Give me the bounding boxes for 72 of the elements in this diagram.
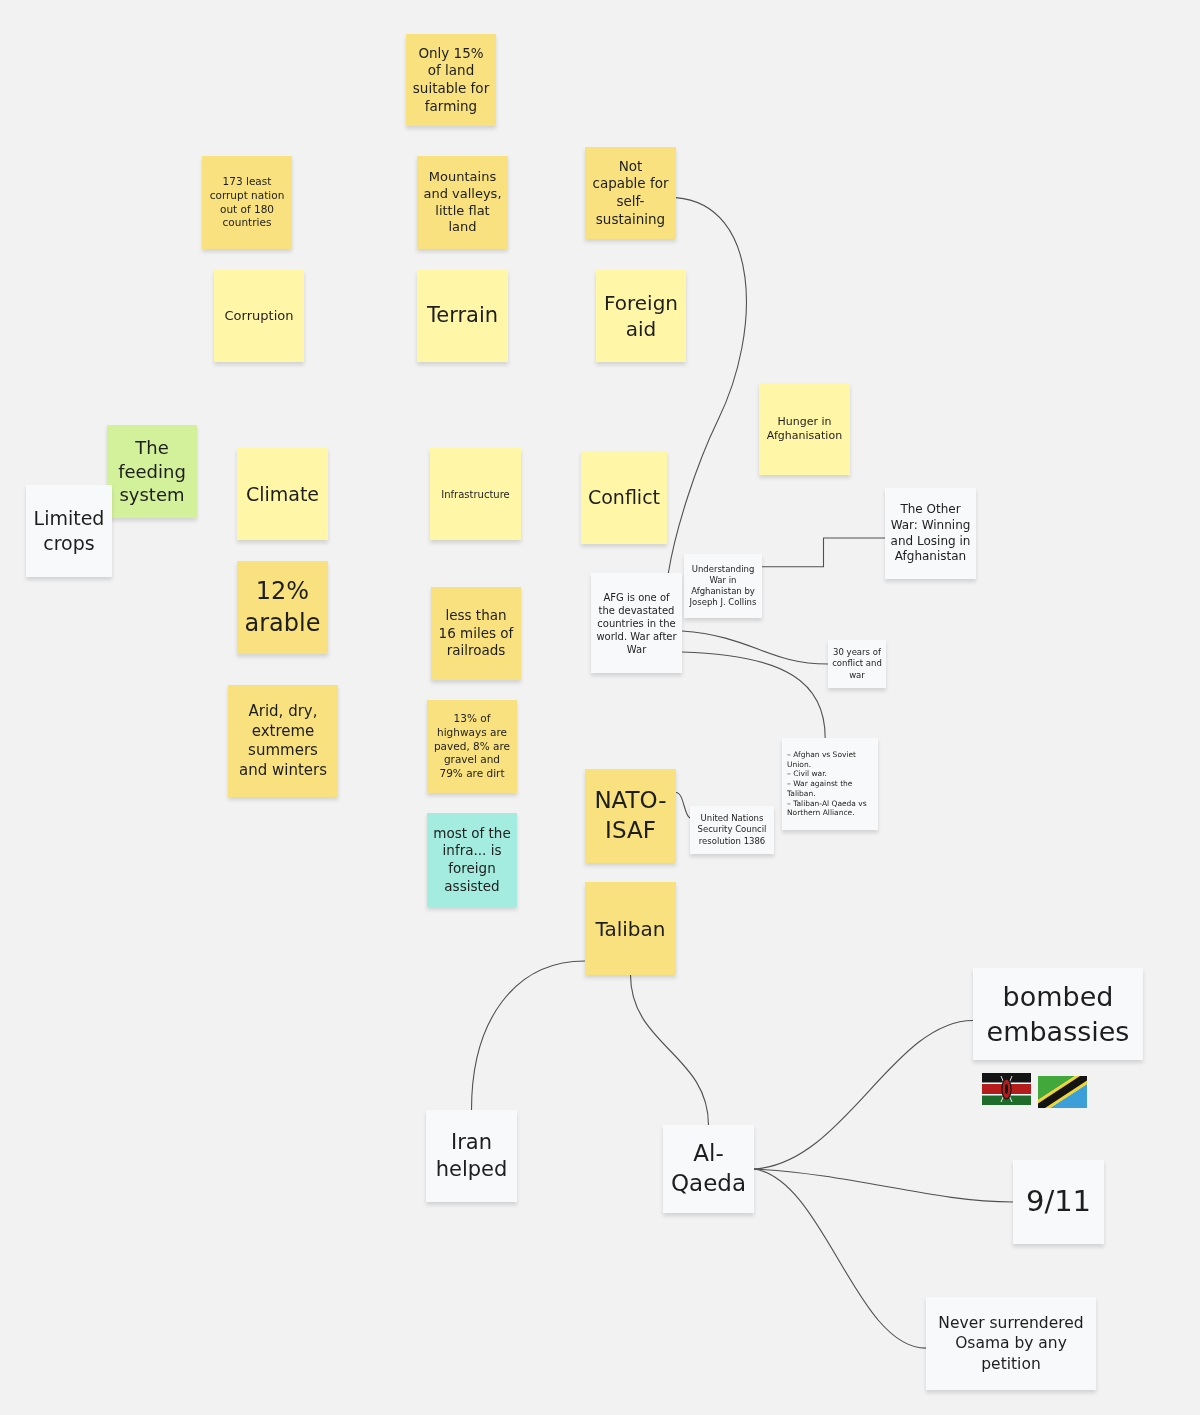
sticky-note [759,383,850,475]
note-text: The feeding system [117,436,187,507]
sticky-note [581,451,667,544]
note-text: bombed embassies [985,979,1131,1049]
note-text: Only 15% of land suitable for farming [411,44,491,116]
note-text: Taliban [594,915,667,942]
note-text: Not capable for self-sustaining [591,157,670,229]
note-text: Never surrendered Osama by any petition [937,1313,1085,1374]
connector-line [667,197,747,574]
connector-line [753,1168,927,1349]
note-text: 173 least corrupt nation out of 180 countries [208,175,286,230]
note-card [885,488,976,579]
connector-line [761,537,886,568]
note-text: Limited crops [32,506,106,556]
note-card [663,1125,754,1213]
note-text: Iran helped [434,1128,509,1183]
sticky-note [228,685,338,797]
note-card [26,485,112,577]
note-text: 12% arable [243,576,322,639]
note-text: Terrain [425,302,500,330]
note-text: Arid, dry, extreme summers and winters [238,702,328,780]
sticky-note [237,448,328,540]
sticky-note [417,270,508,362]
note-card [828,640,886,688]
note-text: Understanding War in Afghanistan by Joseph J. Collins [688,563,758,609]
note-text: The Other War: Winning and Losing in Afghanistan [890,502,971,565]
note-card [1013,1160,1104,1244]
sticky-note [427,700,517,793]
tanzania-flag-icon [1038,1076,1087,1108]
note-text: Al-Qaeda [669,1139,747,1198]
note-text: less than 16 miles of railroads [437,607,515,660]
note-text: 30 years of conflict and war [831,647,883,681]
note-text: Infrastructure [440,487,511,501]
sticky-note [214,270,304,362]
connector-line [681,651,826,739]
sticky-note [585,769,676,863]
note-text: 13% of highways are paved, 8% are gravel and 79% are dirt [432,712,512,781]
note-text: NATO-ISAF [593,786,668,845]
note-text: United Nations Security Council resolution 1386 [696,813,768,847]
note-card [926,1297,1096,1390]
note-card [973,968,1143,1060]
connector-line [753,1168,1014,1203]
note-text: most of the infra... is foreign assisted [432,824,512,896]
sticky-note [417,156,508,249]
note-text: Climate [244,481,321,507]
note-text: AFG is one of the devastated countries in the world. War after War [596,590,677,656]
sticky-note [430,448,521,540]
connector-line [470,960,586,1111]
connector-line [629,974,710,1126]
note-card [426,1110,517,1202]
sticky-note [237,561,328,654]
sticky-note [596,270,686,362]
sticky-note [427,813,517,907]
note-text: Corruption [223,307,295,325]
sticky-note [107,425,197,518]
sticky-note [406,34,496,126]
connector-line [681,630,829,665]
note-text: Mountains and valleys, little flat land [422,168,503,237]
note-card [690,806,774,854]
sticky-note [431,587,521,680]
sticky-note [585,147,676,239]
note-text: 9/11 [1024,1183,1093,1221]
note-text: Conflict [586,485,662,510]
note-text: Foreign aid [602,290,679,342]
note-text: Hunger in Afghanisation [765,414,844,444]
connector-line [675,791,691,819]
kenya-flag-icon [982,1073,1031,1105]
note-card [782,738,878,830]
sticky-note [585,882,676,975]
sticky-note [202,156,292,249]
note-card [684,554,762,618]
note-card [591,573,682,673]
